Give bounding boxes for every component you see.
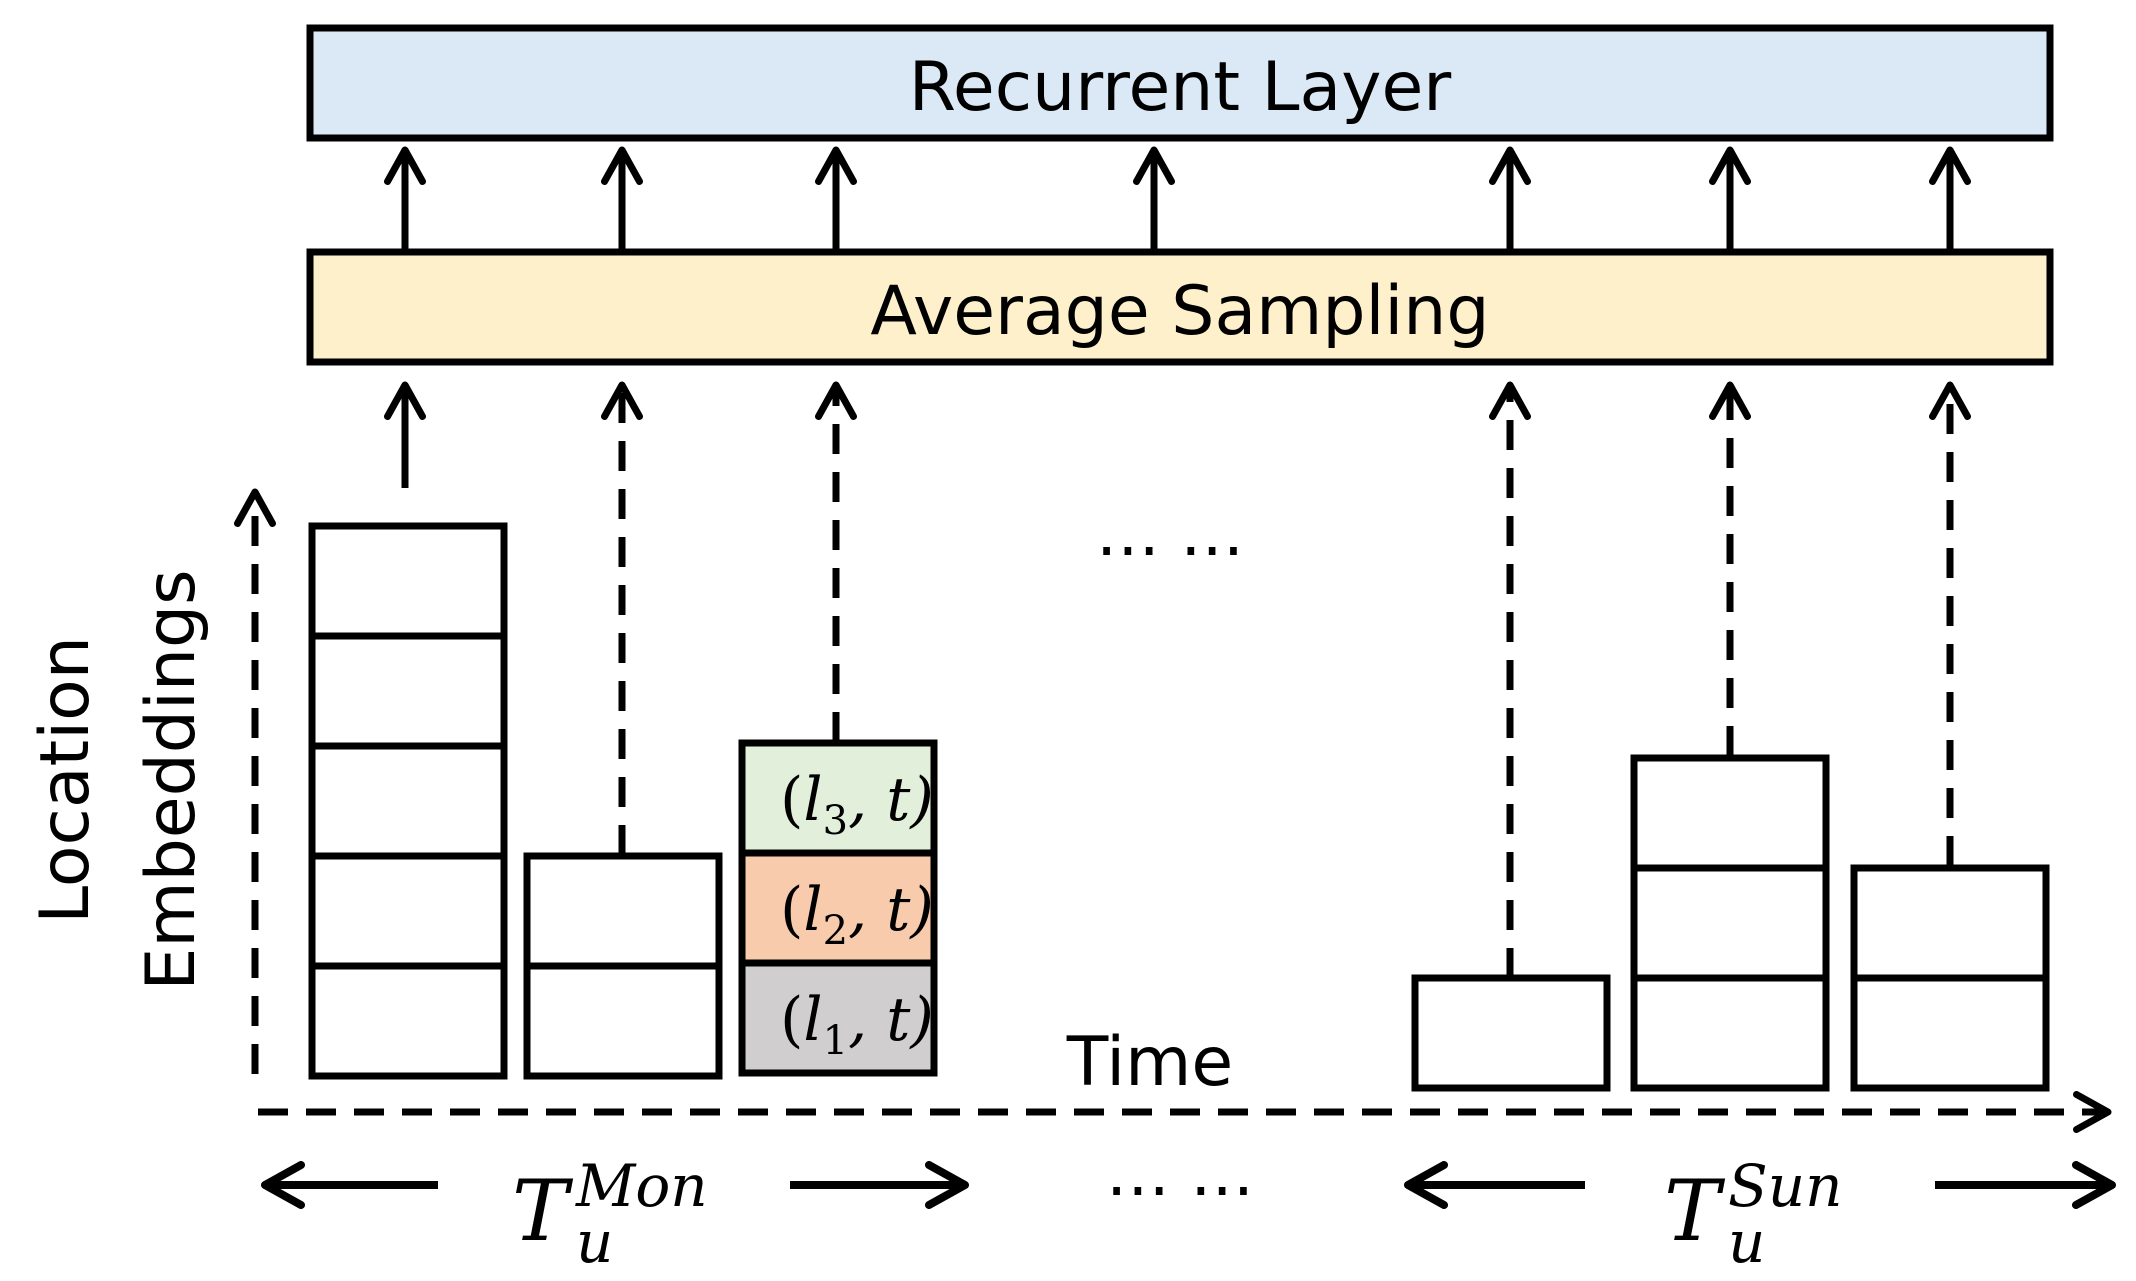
period-sun-sup: Sun — [1728, 1152, 1842, 1220]
embedding-cell — [308, 742, 508, 860]
embedding-cell — [308, 962, 508, 1080]
embedding-cell — [1411, 974, 1611, 1092]
period-mon-base: T — [512, 1162, 574, 1260]
embedding-label-l2: (l2, t) — [780, 875, 934, 954]
embedding-cell — [1850, 864, 2050, 982]
y-axis-label: Location Embeddings — [26, 569, 211, 990]
period-sun-sub: u — [1728, 1208, 1765, 1276]
middle-ellipsis: … … — [1096, 497, 1244, 571]
embedding-cell — [308, 632, 508, 750]
embedding-cell — [1630, 754, 1830, 872]
embedding-stack-2 — [523, 852, 723, 1080]
embedding-labels: (l3, t) (l2, t) (l1, t) — [780, 765, 934, 1064]
embedding-cell — [308, 852, 508, 970]
embedding-label-l3: (l3, t) — [780, 765, 934, 844]
bottom-ellipsis: … … — [1106, 1137, 1254, 1211]
period-label-sun: T Sun u — [1664, 1152, 1842, 1276]
embedding-cell — [523, 962, 723, 1080]
embedding-cell — [1850, 974, 2050, 1092]
recurrent-layer-label: Recurrent Layer — [909, 48, 1452, 127]
x-axis-label: Time — [1066, 1023, 1233, 1102]
embedding-cell — [308, 522, 508, 640]
embedding-cell-l1 — [738, 959, 938, 1077]
embedding-label-l1: (l1, t) — [780, 985, 934, 1064]
average-sampling-layer: Average Sampling — [306, 248, 2054, 366]
recurrent-layer-box — [306, 24, 2054, 142]
y-axis-label-line2: Embeddings — [132, 569, 211, 990]
period-sun-base: T — [1664, 1162, 1726, 1260]
embedding-stack-1 — [308, 522, 508, 1080]
y-axis-label-line1: Location — [26, 636, 105, 924]
recurrent-layer: Recurrent Layer — [306, 24, 2054, 142]
embedding-cell — [1630, 864, 1830, 982]
embedding-stack-5 — [1630, 754, 1830, 1092]
period-label-mon: T Mon u — [512, 1152, 708, 1276]
period-mon-sup: Mon — [575, 1152, 708, 1220]
embedding-cell — [523, 852, 723, 970]
embedding-stack-4 — [1411, 974, 1611, 1092]
average-sampling-label: Average Sampling — [870, 272, 1489, 351]
lower-arrows — [384, 381, 1971, 978]
upper-arrows — [384, 146, 1971, 252]
embedding-stack-3 — [738, 739, 938, 1077]
embedding-cell — [1630, 974, 1830, 1092]
period-mon-sub: u — [576, 1208, 613, 1276]
embedding-stack-6 — [1850, 864, 2050, 1092]
average-sampling-box — [306, 248, 2054, 366]
